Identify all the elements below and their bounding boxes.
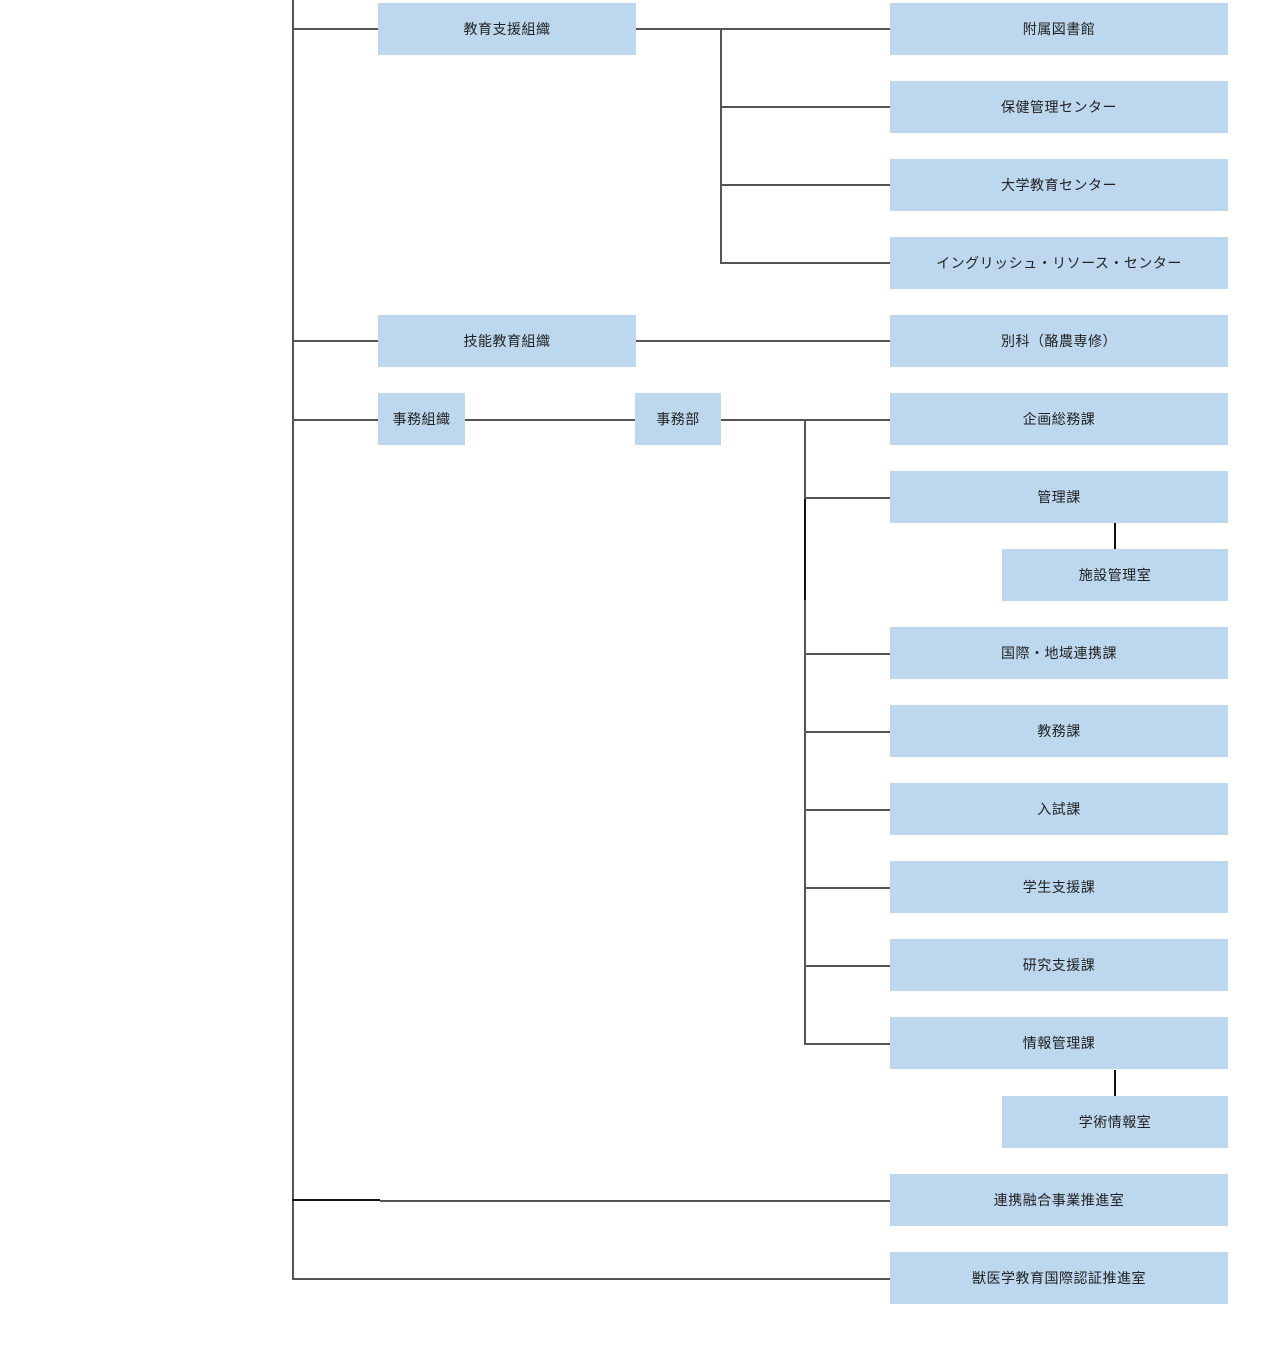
connector-to-management-division — [804, 497, 890, 499]
connector-spine-to-collaboration-office — [380, 1200, 890, 1202]
connector-admin-org-to-bureau — [465, 419, 635, 421]
connector-to-international — [804, 653, 890, 655]
connector-bureau-vertical-lower — [804, 600, 806, 1045]
node-student-support: 学生支援課 — [890, 861, 1228, 913]
node-admissions: 入試課 — [890, 783, 1228, 835]
node-administration-bureau: 事務部 — [635, 393, 721, 445]
connector-skills-education-to-dairy — [636, 340, 890, 342]
connector-management-to-facilities — [1114, 523, 1116, 550]
connector-to-research-support — [804, 965, 890, 967]
node-attached-library: 附属図書館 — [890, 3, 1228, 55]
connector-to-english-resource-center — [720, 262, 890, 264]
node-facilities-management-office: 施設管理室 — [1002, 549, 1228, 601]
connector-education-support-vertical — [720, 28, 722, 264]
node-collaboration-fusion-office: 連携融合事業推進室 — [890, 1174, 1228, 1226]
node-skills-education-org: 技能教育組織 — [378, 315, 636, 367]
connector-to-academic-affairs — [804, 731, 890, 733]
connector-to-information-management — [804, 1043, 890, 1045]
connector-bureau-vertical-dark — [804, 497, 806, 601]
node-dairy-special-course: 別科（酪農専修） — [890, 315, 1228, 367]
node-academic-affairs: 教務課 — [890, 705, 1228, 757]
connector-spine-to-skills-education — [292, 340, 380, 342]
node-vet-education-accreditation-office: 獣医学教育国際認証推進室 — [890, 1252, 1228, 1304]
connector-to-student-support — [804, 887, 890, 889]
node-health-center: 保健管理センター — [890, 81, 1228, 133]
node-academic-information-office: 学術情報室 — [1002, 1096, 1228, 1148]
connector-spine-stub-collaboration — [292, 1199, 380, 1201]
node-information-management: 情報管理課 — [890, 1017, 1228, 1069]
connector-spine-to-education-support — [292, 28, 380, 30]
node-education-support-org: 教育支援組織 — [378, 3, 636, 55]
node-international-regional-cooperation: 国際・地域連携課 — [890, 627, 1228, 679]
connector-to-admissions — [804, 809, 890, 811]
main-spine-line — [292, 0, 294, 1280]
connector-spine-to-administrative-org — [292, 419, 380, 421]
node-english-resource-center: イングリッシュ・リソース・センター — [890, 237, 1228, 289]
node-planning-general-affairs: 企画総務課 — [890, 393, 1228, 445]
connector-to-health-center — [720, 106, 890, 108]
connector-bureau-vertical-upper — [804, 419, 806, 499]
node-research-support: 研究支援課 — [890, 939, 1228, 991]
connector-education-support-horizontal — [636, 28, 890, 30]
node-university-education-center: 大学教育センター — [890, 159, 1228, 211]
connector-information-to-academic-info — [1114, 1070, 1116, 1097]
node-management-division: 管理課 — [890, 471, 1228, 523]
node-administrative-org: 事務組織 — [378, 393, 465, 445]
connector-spine-to-vet-accreditation — [292, 1278, 890, 1280]
connector-to-university-education-center — [720, 184, 890, 186]
